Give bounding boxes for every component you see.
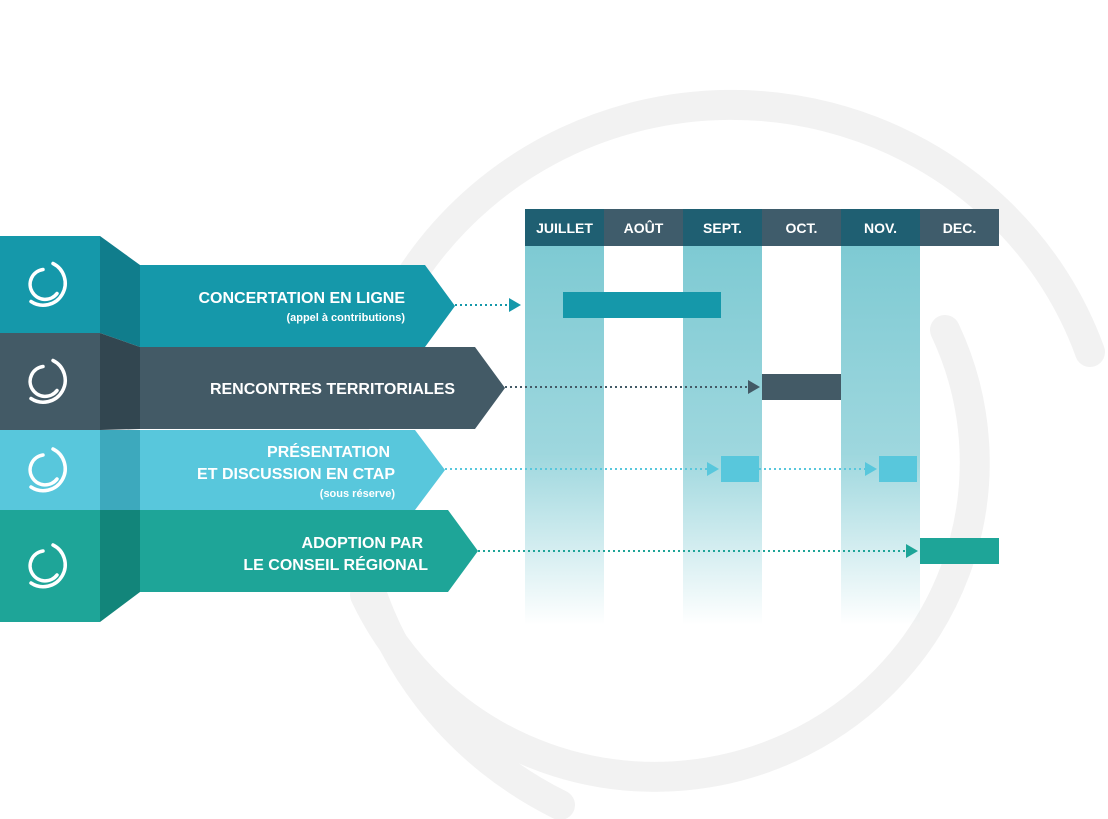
- circle-logo-icon: [28, 543, 67, 589]
- arrow-head-icon: [748, 380, 760, 394]
- step-title: RENCONTRES TERRITORIALES: [210, 381, 455, 398]
- circle-logo-icon: [28, 261, 67, 307]
- step-subtitle: (appel à contributions): [286, 312, 405, 324]
- month-label: NOV.: [864, 220, 897, 236]
- month-header-cell: [525, 209, 604, 246]
- step-title: LE CONSEIL RÉGIONAL: [243, 555, 428, 574]
- arrow-head-icon: [707, 462, 719, 476]
- timeline-bar: [920, 538, 999, 564]
- month-header-cell: [683, 209, 762, 246]
- timeline-bar: [879, 456, 917, 482]
- month-column-band: [841, 246, 920, 625]
- month-label: DEC.: [943, 220, 976, 236]
- step-fold: [100, 430, 140, 510]
- arrow-head-icon: [906, 544, 918, 558]
- watermark-logo-icon: [336, 89, 1105, 819]
- month-label: JUILLET: [536, 220, 593, 236]
- step-title: ET DISCUSSION EN CTAP: [197, 466, 395, 483]
- month-header-cell: [762, 209, 841, 246]
- step-arrow-band: [140, 430, 445, 510]
- month-header-cell: [841, 209, 920, 246]
- month-header-cell: [604, 209, 683, 246]
- month-header: JUILLET AOÛT SEPT. OCT. NOV. DEC.: [525, 209, 999, 246]
- step-strip: [0, 333, 100, 430]
- step-strip: [0, 236, 100, 333]
- step-row: RENCONTRES TERRITORIALES: [0, 333, 841, 430]
- step-fold: [100, 333, 140, 430]
- process-steps: CONCERTATION EN LIGNE (appel à contributi…: [0, 236, 999, 622]
- step-title: CONCERTATION EN LIGNE: [198, 290, 405, 307]
- step-strip: [0, 510, 100, 622]
- step-subtitle: (sous réserve): [320, 488, 396, 500]
- arrow-head-icon: [509, 298, 521, 312]
- step-title: PRÉSENTATION: [267, 442, 390, 461]
- month-label: AOÛT: [624, 219, 664, 236]
- step-arrow-band: [140, 510, 478, 592]
- month-label: OCT.: [786, 220, 818, 236]
- month-header-cell: [920, 209, 999, 246]
- arrow-head-icon: [865, 462, 877, 476]
- step-fold: [100, 510, 140, 622]
- step-fold: [100, 236, 140, 347]
- step-arrow-band: [140, 265, 455, 347]
- timeline-bar: [563, 292, 721, 318]
- timeline-bar: [721, 456, 759, 482]
- step-row: PRÉSENTATION ET DISCUSSION EN CTAP (sous r…: [0, 430, 917, 510]
- circle-logo-icon: [28, 358, 67, 404]
- step-row: CONCERTATION EN LIGNE (appel à contributi…: [0, 236, 721, 347]
- step-title: ADOPTION PAR: [302, 535, 424, 552]
- circle-logo-icon: [28, 447, 67, 493]
- step-arrow-band: [140, 347, 505, 429]
- month-label: SEPT.: [703, 220, 742, 236]
- step-row: ADOPTION PAR LE CONSEIL RÉGIONAL: [0, 510, 999, 622]
- timeline-bar: [762, 374, 841, 400]
- step-strip: [0, 430, 100, 510]
